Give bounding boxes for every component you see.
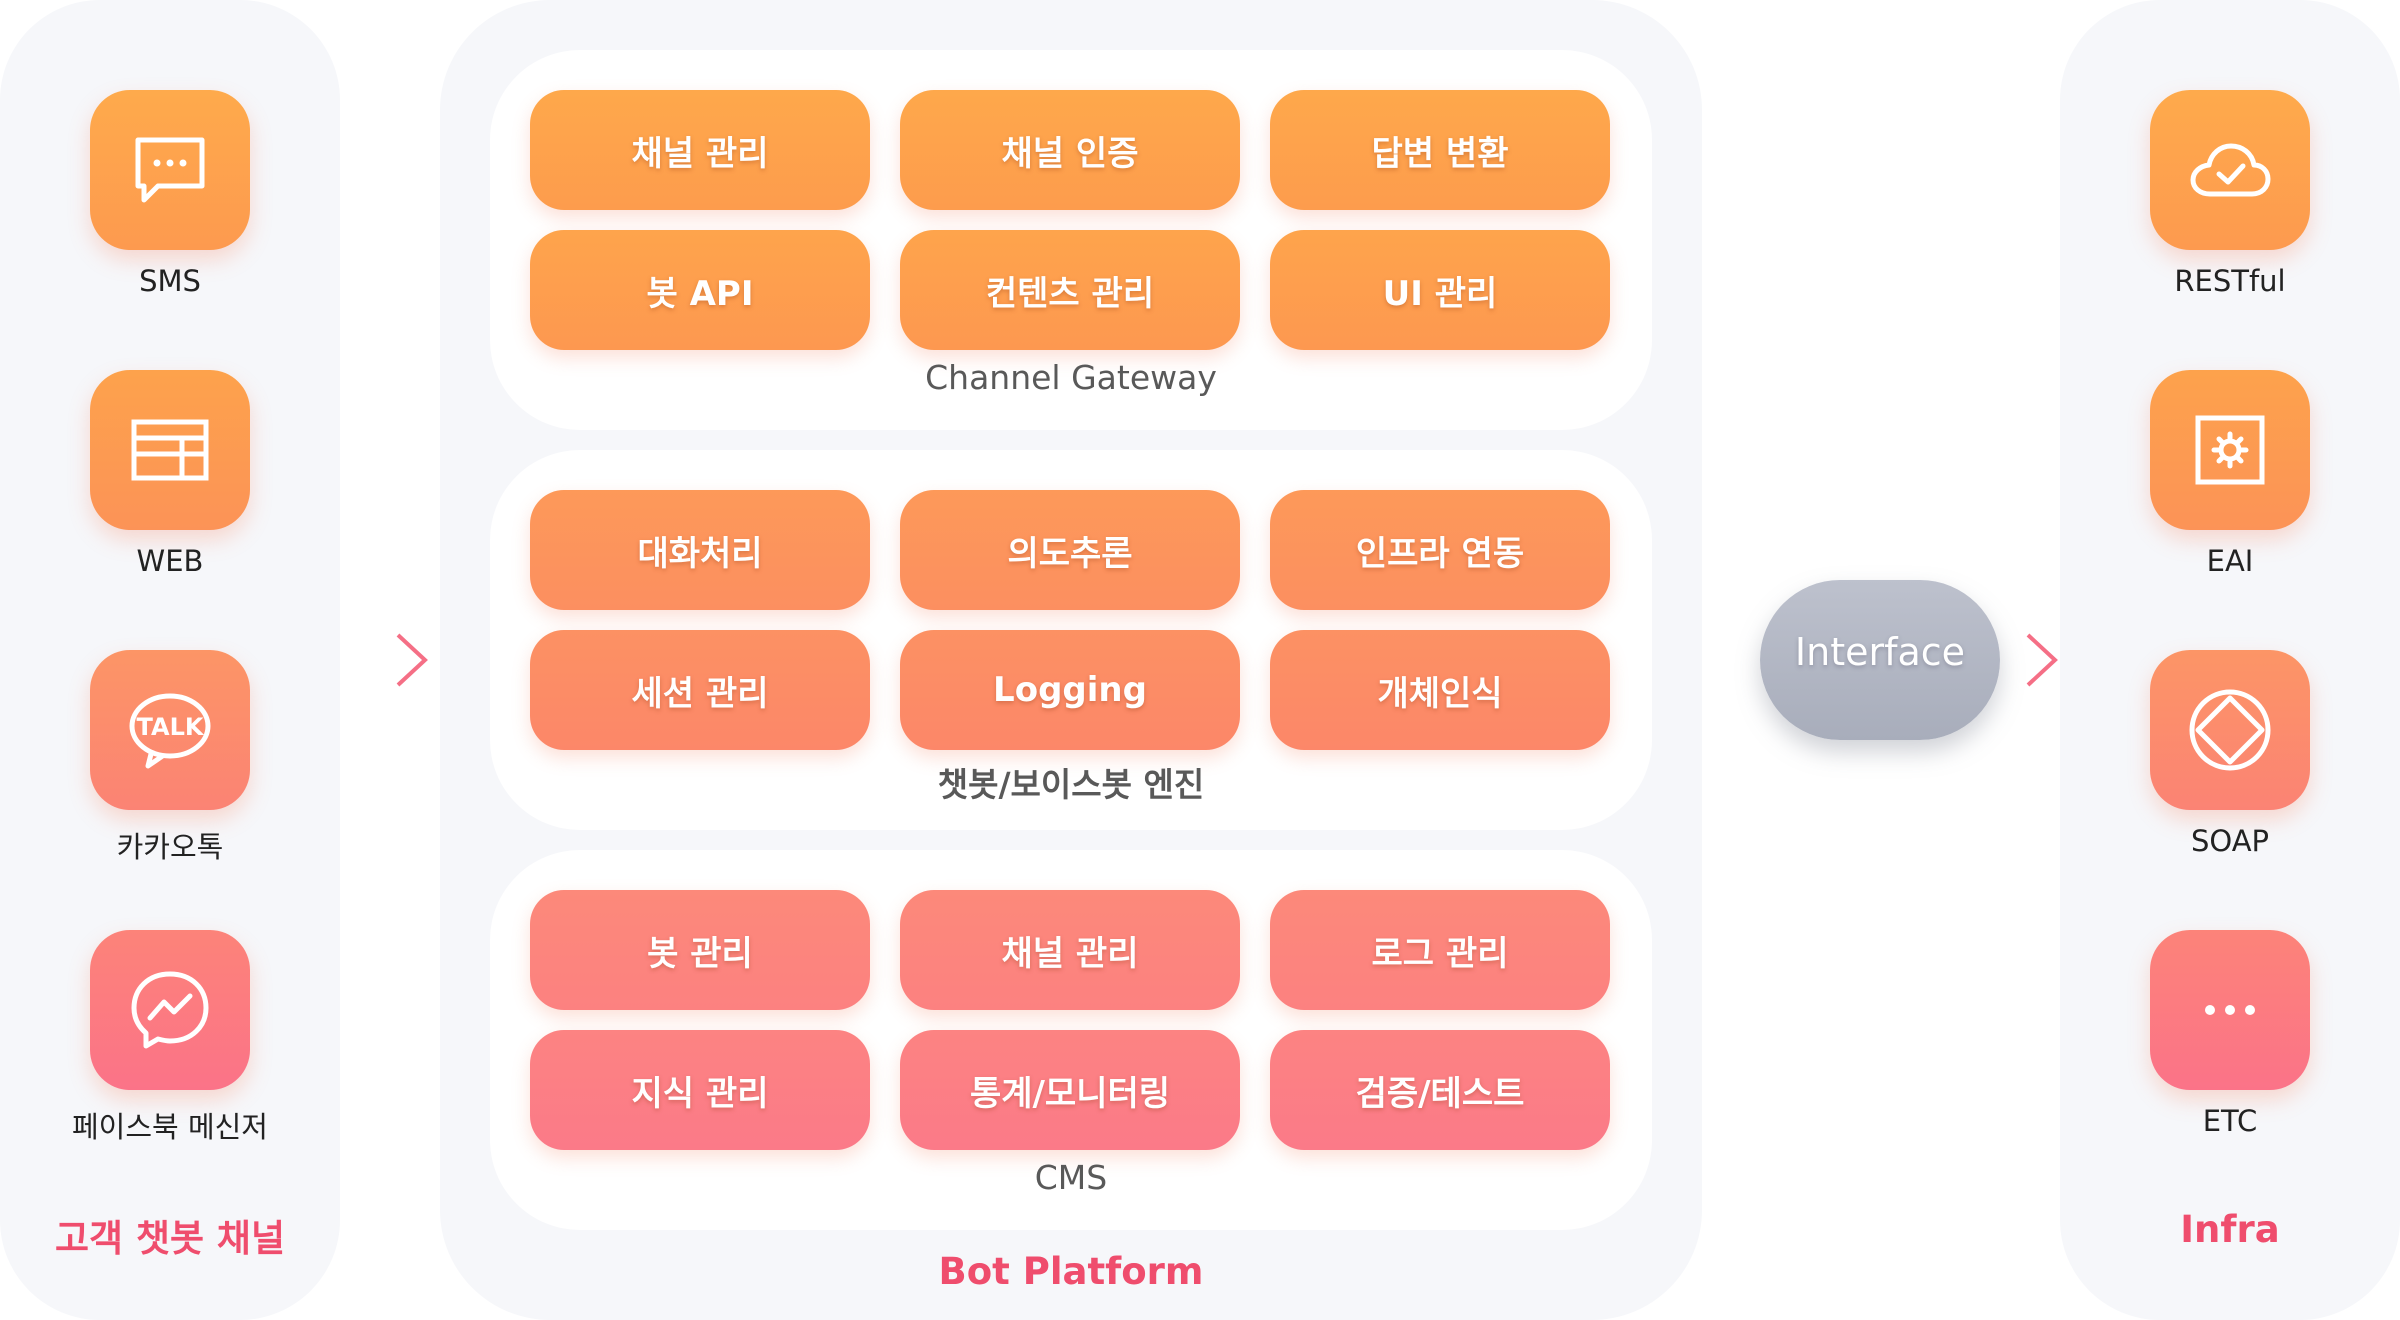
customer-channel-panel: SMS WEB TALK 카카오톡: [0, 0, 340, 1320]
channel-icon-tile: [90, 370, 250, 530]
module-chip[interactable]: 통계/모니터링: [900, 1030, 1240, 1150]
section-chatbot-engine: 대화처리 의도추론 인프라 연동 세션 관리 Logging 개체인식 챗봇/보…: [490, 450, 1652, 830]
module-chip[interactable]: 채널 인증: [900, 90, 1240, 210]
kakaotalk-icon: TALK: [129, 693, 211, 769]
infra-restful[interactable]: RESTful: [2060, 90, 2400, 298]
module-chip[interactable]: 지식 관리: [530, 1030, 870, 1150]
module-chip[interactable]: 의도추론: [900, 490, 1240, 610]
svg-text:TALK: TALK: [137, 713, 205, 741]
infra-eai[interactable]: EAI: [2060, 370, 2400, 578]
customer-channel-title: 고객 챗봇 채널: [54, 1217, 285, 1260]
section-label: 챗봇/보이스봇 엔진: [937, 765, 1205, 804]
channel-web[interactable]: WEB: [0, 370, 340, 578]
module-chip[interactable]: 인프라 연동: [1270, 490, 1610, 610]
section-channel-gateway: 채널 관리 채널 인증 답변 변환 봇 API 컨텐츠 관리 UI 관리 Cha…: [490, 50, 1652, 430]
section-cms: 봇 관리 채널 관리 로그 관리 지식 관리 통계/모니터링 검증/테스트 CM…: [490, 850, 1652, 1230]
infra-icon-tile: [2150, 930, 2310, 1090]
bot-platform-panel: 채널 관리 채널 인증 답변 변환 봇 API 컨텐츠 관리 UI 관리 Cha…: [440, 0, 1702, 1320]
module-chip[interactable]: 대화처리: [530, 490, 870, 610]
infra-soap[interactable]: SOAP: [2060, 650, 2400, 858]
infra-icon-tile: [2150, 370, 2310, 530]
more-dots-icon: [2205, 1005, 2255, 1015]
channel-facebook-messenger[interactable]: 페이스북 메신저: [0, 930, 340, 1146]
section-label: CMS: [1034, 1158, 1108, 1197]
diamond-icon: [2189, 689, 2271, 771]
module-chip[interactable]: 채널 관리: [900, 890, 1240, 1010]
module-chip[interactable]: 검증/테스트: [1270, 1030, 1610, 1150]
channel-icon-tile: TALK: [90, 650, 250, 810]
module-chip[interactable]: 봇 관리: [530, 890, 870, 1010]
infra-icon-tile: [2150, 90, 2310, 250]
infra-icon-tile: [2150, 650, 2310, 810]
section-label: Channel Gateway: [925, 358, 1217, 397]
infra-label: SOAP: [2190, 824, 2270, 858]
channel-sms[interactable]: SMS: [0, 90, 340, 298]
channel-label: WEB: [136, 544, 204, 578]
interface-node[interactable]: [1760, 580, 2000, 740]
module-chip[interactable]: 봇 API: [530, 230, 870, 350]
module-chip[interactable]: 채널 관리: [530, 90, 870, 210]
infra-label: ETC: [2202, 1104, 2258, 1138]
gear-box-icon: [2195, 415, 2265, 485]
browser-window-icon: [131, 419, 209, 481]
interface-label: Interface: [1794, 630, 1966, 674]
infra-etc[interactable]: ETC: [2060, 930, 2400, 1138]
channel-kakaotalk[interactable]: TALK 카카오톡: [0, 650, 340, 866]
infra-title: Infra: [2180, 1208, 2280, 1251]
module-chip[interactable]: Logging: [900, 630, 1240, 750]
module-chip[interactable]: 로그 관리: [1270, 890, 1610, 1010]
infra-label: EAI: [2206, 544, 2254, 578]
channel-icon-tile: [90, 90, 250, 250]
channel-icon-tile: [90, 930, 250, 1090]
module-chip[interactable]: 세션 관리: [530, 630, 870, 750]
module-chip[interactable]: 개체인식: [1270, 630, 1610, 750]
cloud-check-icon: [2190, 143, 2271, 197]
module-chip[interactable]: 답변 변환: [1270, 90, 1610, 210]
infra-label: RESTful: [2174, 264, 2286, 298]
module-chip[interactable]: 컨텐츠 관리: [900, 230, 1240, 350]
messenger-icon: [131, 971, 209, 1049]
bot-platform-title: Bot Platform: [938, 1250, 1204, 1293]
infra-panel: RESTful EAI SOAP: [2060, 0, 2400, 1320]
chat-bubble-icon: [135, 137, 205, 203]
channel-label: 카카오톡: [116, 830, 224, 864]
channel-label: SMS: [139, 264, 201, 298]
module-chip[interactable]: UI 관리: [1270, 230, 1610, 350]
arrow-left-to-platform: [350, 633, 428, 687]
channel-label: 페이스북 메신저: [72, 1110, 268, 1144]
